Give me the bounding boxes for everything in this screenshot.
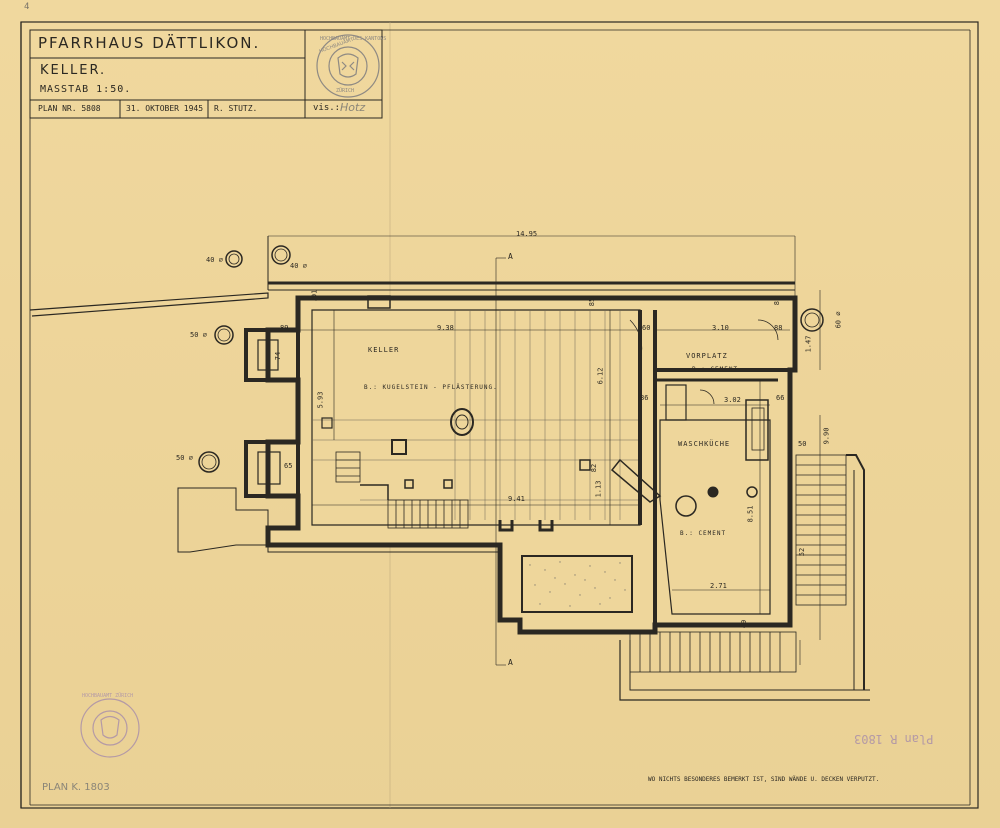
sand-pit-dots (529, 561, 626, 607)
plan-date: 31. OKTOBER 1945 (126, 104, 204, 113)
dim-vorplatz-width: 3.10 (712, 324, 729, 332)
dim-91: .91 (310, 289, 319, 303)
dim-82: 82 (590, 463, 599, 473)
scale-label: MASSTAB 1:50. (40, 84, 132, 95)
plan-number: PLAN NR. 5808 (38, 104, 101, 113)
tree-label-5: 50 ⌀ (176, 454, 193, 462)
room-keller-floor: B.: KUGELSTEIN - PFLÄSTERUNG. (364, 384, 498, 391)
dim-990: 9.90 (822, 427, 831, 445)
vis-signature: Hotz (340, 101, 366, 114)
dim-89: 89 (280, 324, 289, 332)
tree-label-2: 40 ⌀ (290, 262, 307, 270)
stamp-bottom-text: HOCHBAUAMT ZÜRICH (82, 693, 134, 699)
room-keller: KELLER (368, 346, 400, 354)
tree-symbols (198, 245, 824, 473)
dim-52: 52 (798, 547, 807, 557)
dimension-lines (268, 235, 821, 666)
room-waschkueche: WASCHKÜCHE (678, 440, 731, 448)
dim-74: 74 (274, 351, 283, 361)
corner-mark: 4 (24, 2, 30, 12)
title-block-frame (29, 29, 383, 119)
dim-86: 86 (640, 394, 649, 402)
tree-label-1: 40 ⌀ (206, 256, 223, 264)
tree-label-4: 60 ⌀ (834, 311, 843, 329)
section-marker-top: A (508, 252, 513, 261)
dim-113: 1.13 (594, 480, 603, 498)
stamp-top-upper: HOCHBAUAMT DES KANTONS (320, 36, 387, 42)
project-title: PFARRHAUS DÄTTLIKON. (38, 34, 261, 52)
dim-88: 88 (774, 324, 783, 332)
dim-66: 66 (776, 394, 785, 402)
room-vorplatz: VORPLATZ (686, 352, 728, 360)
top-stamp (316, 34, 380, 98)
drawn-by: R. STUTZ. (214, 104, 258, 113)
dim-49: 49 (740, 619, 749, 629)
handwritten-plan-right: Plan R 1803 (854, 732, 934, 746)
bottom-left-stamp (80, 698, 140, 758)
dim-81: 81 (773, 296, 782, 306)
dim-keller-depth: 5.93 (316, 391, 325, 409)
dim-60: 60 (642, 324, 651, 332)
dim-85: 85 (588, 297, 597, 307)
tree-label-3: 50 ⌀ (190, 331, 207, 339)
handwritten-plan-number: PLAN K. 1803 (42, 782, 110, 793)
dim-wk-width: 3.02 (724, 396, 741, 404)
dim-overall: 14.95 (516, 230, 538, 238)
section-marker-bottom: A (508, 658, 513, 667)
dim-vorplatz-depth: 1.47 (804, 335, 813, 353)
dim-50: 50 (798, 440, 807, 448)
vis-label: vis.: (313, 103, 341, 113)
sheet-title: KELLER. (40, 63, 107, 78)
dim-keller-width: 9.38 (437, 324, 454, 332)
room-vorplatz-floor: B.: CEMENT (692, 366, 739, 373)
dim-keller-width-lower: 9.41 (508, 495, 525, 503)
dim-wk-width-lower: 2.71 (710, 582, 727, 590)
room-waschkueche-floor: B.: CEMENT (680, 530, 727, 537)
dim-65: 65 (284, 462, 293, 470)
stamp-top-lower: ZÜRICH (336, 88, 355, 94)
dim-612: 6.12 (596, 367, 605, 385)
dim-wk-depth: 8.51 (746, 505, 755, 523)
footnote: WO NICHTS BESONDERES BEMERKT IST, SIND W… (648, 776, 880, 783)
